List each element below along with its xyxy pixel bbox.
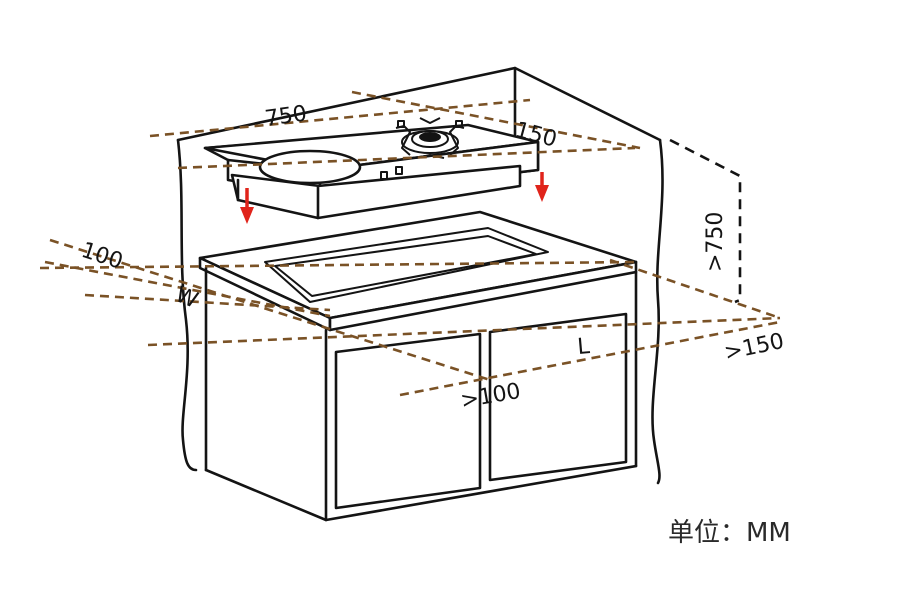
install-arrow-right-icon	[535, 172, 549, 202]
left-door	[334, 332, 482, 510]
right-door	[488, 312, 628, 482]
dimension-lines	[39, 90, 781, 397]
unit-note: 单位：MM	[668, 518, 791, 548]
control-knob-icon	[380, 166, 403, 180]
hood-height-label: >750	[703, 212, 728, 272]
front-clearance-label: >100	[459, 379, 523, 414]
hob	[203, 117, 540, 220]
wall-panel	[176, 66, 664, 485]
side-clearance-left-label: 100	[78, 238, 126, 275]
cabinet	[198, 210, 638, 522]
install-arrow-left-icon	[240, 188, 254, 224]
hood-height-guide	[669, 138, 742, 304]
hob-width-label: 750	[263, 101, 308, 132]
cabinet-length-label: L	[576, 334, 591, 360]
gas-burner-icon	[395, 117, 465, 159]
induction-ring	[258, 149, 362, 185]
right-clearance-label: >150	[722, 329, 786, 366]
